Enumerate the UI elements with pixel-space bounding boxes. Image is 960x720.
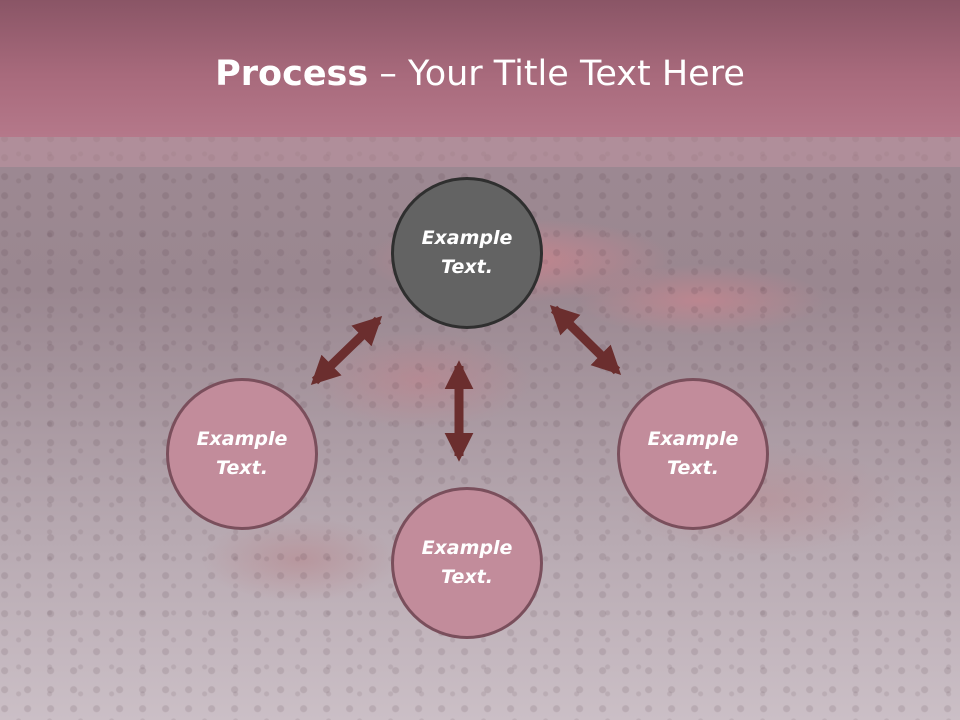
node-right-line2: Text. <box>667 457 719 479</box>
node-right-line1: Example <box>647 428 739 450</box>
title-rest: – Your Title Text Here <box>368 54 745 94</box>
node-bottom[interactable]: Example Text. <box>391 487 543 639</box>
node-left[interactable]: Example Text. <box>166 378 318 530</box>
node-top-line2: Text. <box>441 256 493 278</box>
node-bottom-line1: Example <box>421 537 513 559</box>
header-bar <box>0 0 960 137</box>
node-top[interactable]: Example Text. <box>391 177 543 329</box>
arrow-top-left[interactable] <box>310 315 383 386</box>
slide-title[interactable]: Process – Your Title Text Here <box>0 52 960 96</box>
node-top-line1: Example <box>421 227 513 249</box>
node-left-line1: Example <box>196 428 288 450</box>
arrow-top-right[interactable] <box>549 304 622 376</box>
header-band <box>0 137 960 167</box>
node-right[interactable]: Example Text. <box>617 378 769 530</box>
node-bottom-line2: Text. <box>441 566 493 588</box>
node-left-line2: Text. <box>216 457 268 479</box>
title-bold: Process <box>215 54 369 94</box>
